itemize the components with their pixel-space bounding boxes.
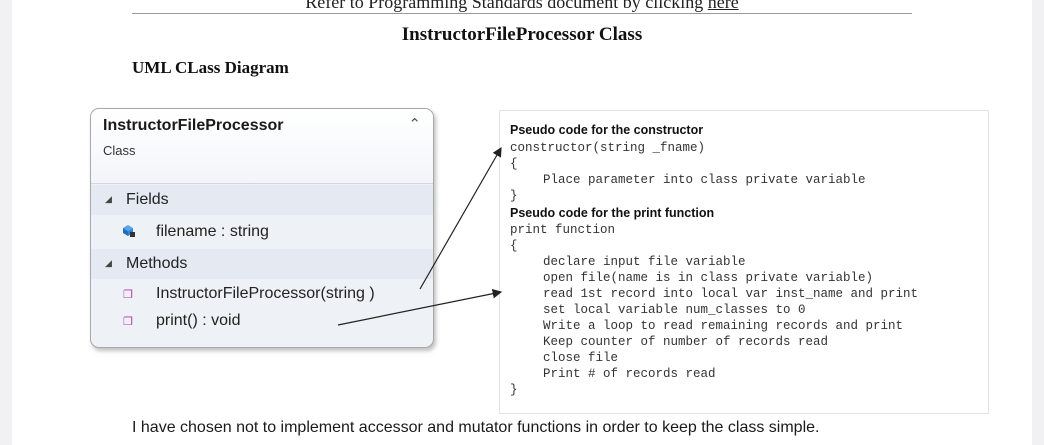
print-body-line: read 1st record into local var inst_name… [543,287,919,301]
method-row: ❐ print() : void [91,308,433,336]
open-brace: { [510,239,518,253]
fields-section-header[interactable]: ◢ Fields [91,185,433,215]
constructor-signature: constructor(string _fname) [510,141,706,155]
close-brace: } [510,189,518,203]
standards-reference: Refer to Programming Standards document … [132,0,912,12]
footer-note: I have chosen not to implement accessor … [132,419,820,436]
expand-triangle-icon: ◢ [105,258,112,268]
print-body-line: Print # of records read [543,367,716,381]
section-heading: InstructorFileProcessor Class [401,24,643,45]
private-field-icon [123,225,135,237]
print-arrow [337,288,503,326]
print-body-line: Write a loop to read remaining records a… [543,319,904,333]
methods-label: Methods [126,255,188,272]
uml-class-header: InstructorFileProcessor Class ⌃ [91,109,433,184]
print-body-line: close file [543,351,619,365]
method-label: InstructorFileProcessor(string ) [156,285,375,302]
method-row: ❐ InstructorFileProcessor(string ) [91,281,433,309]
standards-reference-text: Refer to Programming Standards document … [305,0,708,12]
print-signature: print function [510,223,616,237]
methods-section-header[interactable]: ◢ Methods [91,249,433,279]
collapse-icon[interactable]: ⌃ [408,116,421,133]
constructor-arrow [419,146,502,290]
document-page: Refer to Programming Standards document … [12,0,1032,445]
print-pseudo-title: Pseudo code for the print function [510,206,715,220]
uml-subheading: UML CLass Diagram [132,58,289,77]
uml-class-kind: Class [103,143,136,158]
expand-triangle-icon: ◢ [105,194,112,204]
print-body-line: set local variable num_classes to 0 [543,303,806,317]
method-icon: ❐ [123,289,133,301]
connector-arrows [337,146,503,326]
uml-class-box: InstructorFileProcessor Class ⌃ ◢ Fields… [90,108,434,348]
print-body-line: Keep counter of number of records read [543,335,829,349]
horizontal-rule [132,13,912,14]
method-label: print() : void [156,312,241,329]
pseudo-code-box: Pseudo code for the constructor construc… [499,110,989,414]
constructor-pseudo-title: Pseudo code for the constructor [510,123,704,137]
print-body-line: open file(name is in class private varia… [543,271,874,285]
field-row: filename : string [91,219,433,247]
print-body-line: declare input file variable [543,255,746,269]
fields-label: Fields [126,191,169,208]
method-icon: ❐ [123,316,133,328]
open-brace: { [510,157,518,171]
standards-link[interactable]: here [707,0,739,12]
constructor-body-line: Place parameter into class private varia… [543,173,866,187]
close-brace: } [510,383,518,397]
uml-class-name: InstructorFileProcessor [103,117,284,134]
field-label: filename : string [156,223,269,240]
